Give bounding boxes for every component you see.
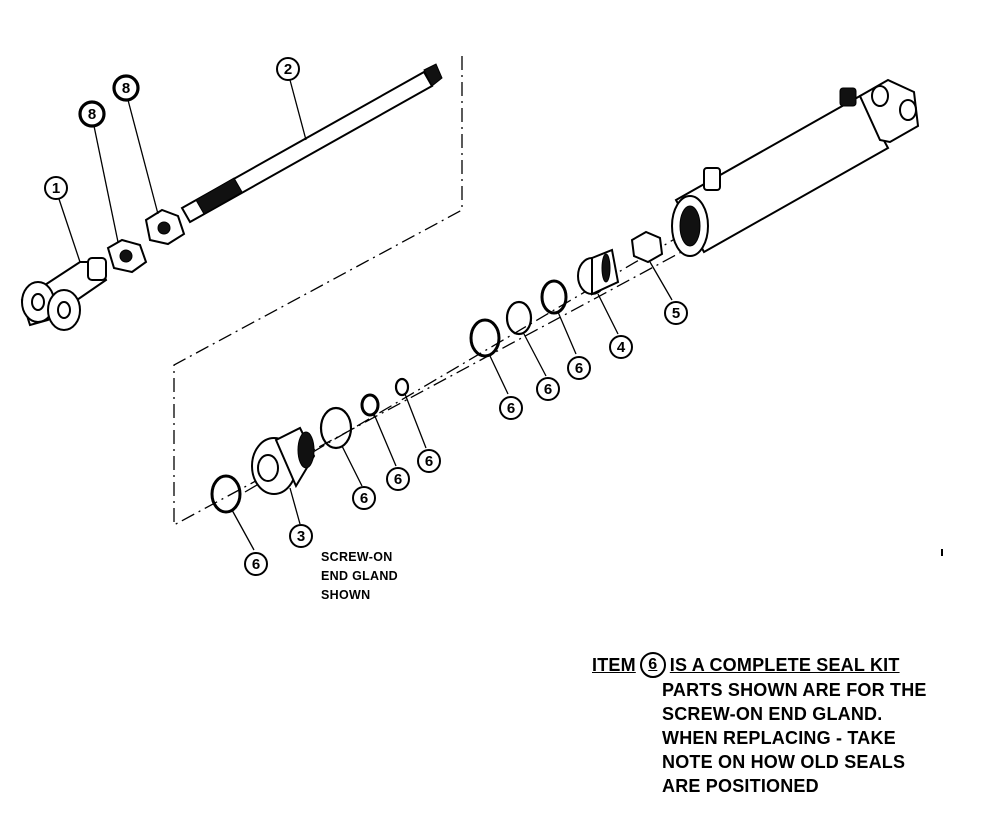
callout-6f: 6 xyxy=(536,377,560,401)
seal-kit-prefix: ITEM xyxy=(592,655,636,675)
leader-6g xyxy=(557,311,577,355)
svg-text:6: 6 xyxy=(425,453,433,470)
seal-kit-line-3: WHEN REPLACING - TAKE xyxy=(662,728,896,748)
screw-on-note: SCREW-ON END GLAND SHOWN xyxy=(321,548,398,605)
clevis-part xyxy=(20,257,108,331)
screw-on-line-3: SHOWN xyxy=(321,588,371,602)
svg-text:6: 6 xyxy=(360,490,368,507)
leader-3 xyxy=(289,487,301,525)
seal-ring-rod xyxy=(360,393,380,417)
seal-kit-note: ITEM 6 IS A COMPLETE SEAL KIT PARTS SHOW… xyxy=(592,652,927,798)
svg-text:5: 5 xyxy=(672,305,680,322)
screw-on-line-1: SCREW-ON xyxy=(321,550,393,564)
leader-4 xyxy=(597,293,619,335)
screw-on-line-2: END GLAND xyxy=(321,569,399,583)
svg-text:6: 6 xyxy=(544,381,552,398)
stray-tick-mark xyxy=(941,549,943,556)
svg-text:8: 8 xyxy=(88,106,96,123)
piston xyxy=(577,248,620,296)
seal-kit-body: PARTS SHOWN ARE FOR THE SCREW-ON END GLA… xyxy=(592,678,927,798)
seal-ring-piston-a xyxy=(469,318,501,358)
piston-nut xyxy=(630,230,664,264)
seal-kit-suffix: IS A COMPLETE SEAL KIT xyxy=(669,655,900,675)
callout-2: 2 xyxy=(276,57,300,81)
svg-text:6: 6 xyxy=(252,556,260,573)
seal-ring-piston-c xyxy=(540,279,568,315)
piston-rod xyxy=(180,63,443,224)
leader-6c xyxy=(373,413,397,467)
callout-4: 4 xyxy=(609,335,633,359)
svg-text:2: 2 xyxy=(284,61,292,78)
svg-text:3: 3 xyxy=(297,528,305,545)
callout-6d: 6 xyxy=(417,449,441,473)
leader-6e xyxy=(489,355,509,395)
leader-8b xyxy=(127,99,159,215)
seal-kit-line-5: ARE POSITIONED xyxy=(662,776,819,796)
callout-8a: 8 xyxy=(78,100,106,128)
svg-text:6: 6 xyxy=(394,471,402,488)
svg-text:1: 1 xyxy=(52,180,60,197)
svg-text:8: 8 xyxy=(122,80,130,97)
seal-kit-heading: ITEM 6 IS A COMPLETE SEAL KIT xyxy=(592,652,927,678)
seal-kit-line-2: SCREW-ON END GLAND. xyxy=(662,704,883,724)
jam-nut-right xyxy=(144,208,186,246)
seal-kit-line-4: NOTE ON HOW OLD SEALS xyxy=(662,752,906,772)
svg-text:6: 6 xyxy=(575,360,583,377)
callout-8b: 8 xyxy=(112,74,140,102)
leader-8a xyxy=(93,125,119,243)
seal-ring-piston-b xyxy=(505,300,533,336)
callout-6e: 6 xyxy=(499,396,523,420)
leader-6b xyxy=(341,445,363,487)
phantom-outline xyxy=(173,56,701,527)
seal-ring-wiper xyxy=(210,474,242,514)
seal-kit-line-1: PARTS SHOWN ARE FOR THE xyxy=(662,680,927,700)
end-gland xyxy=(251,426,316,495)
seal-ring-oring-large xyxy=(319,406,353,450)
callout-1: 1 xyxy=(44,176,68,200)
center-axis xyxy=(244,229,691,493)
callout-5: 5 xyxy=(664,301,688,325)
leader-6a xyxy=(231,509,255,551)
leader-6d xyxy=(404,393,427,449)
svg-text:6: 6 xyxy=(507,400,515,417)
jam-nut-left xyxy=(106,238,148,274)
svg-text:4: 4 xyxy=(617,339,626,356)
callout-6a: 6 xyxy=(244,552,268,576)
seal-ring-oring-small xyxy=(394,377,410,397)
callout-6b: 6 xyxy=(352,486,376,510)
leader-2 xyxy=(289,79,307,141)
leader-5 xyxy=(649,261,673,301)
leader-1 xyxy=(57,195,81,263)
leader-6f xyxy=(523,333,547,377)
cylinder-barrel xyxy=(671,78,920,257)
callout-6c: 6 xyxy=(386,467,410,491)
seal-kit-item-callout: 6 xyxy=(639,652,666,678)
callout-6g: 6 xyxy=(567,356,591,380)
callout-3: 3 xyxy=(289,524,313,548)
